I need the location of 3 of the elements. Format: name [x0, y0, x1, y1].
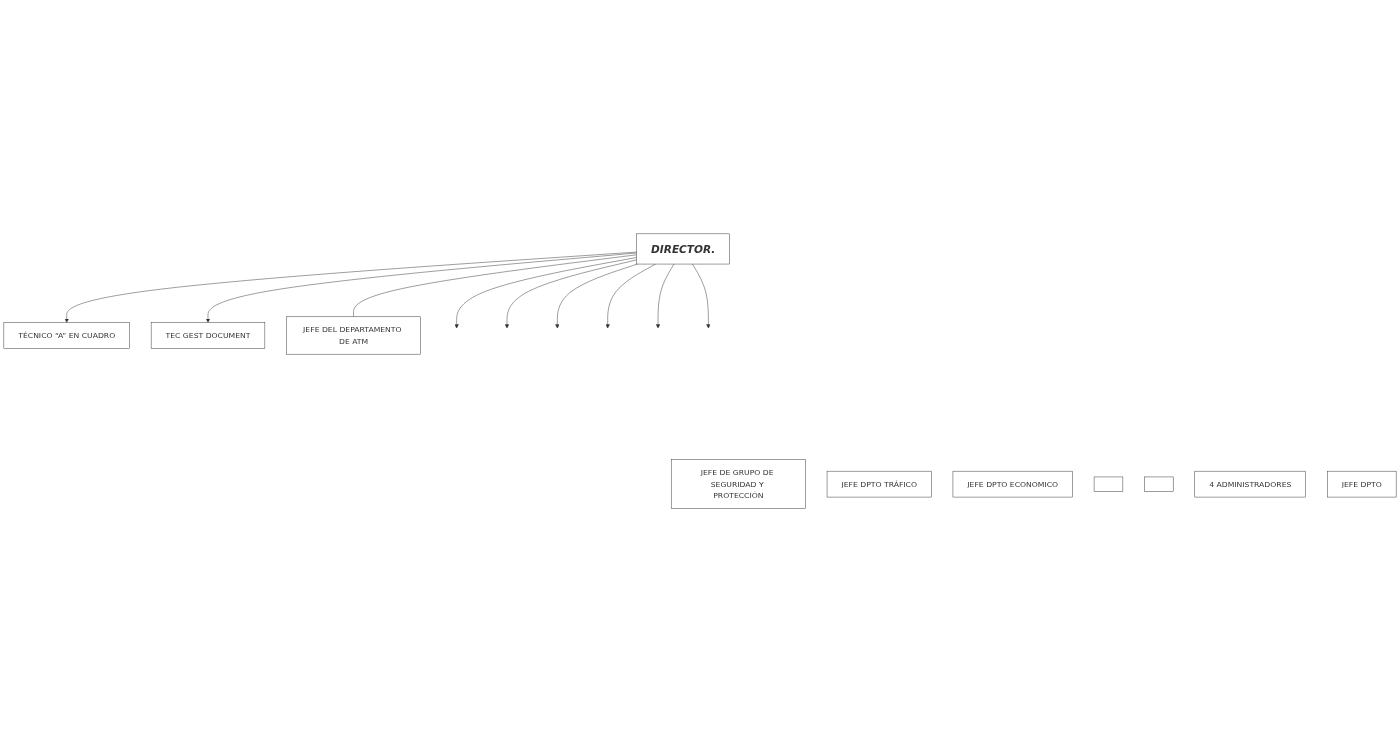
org-box: [1093, 477, 1124, 492]
org-box: DIRECTOR.: [636, 233, 730, 265]
org-box: [1144, 477, 1174, 492]
